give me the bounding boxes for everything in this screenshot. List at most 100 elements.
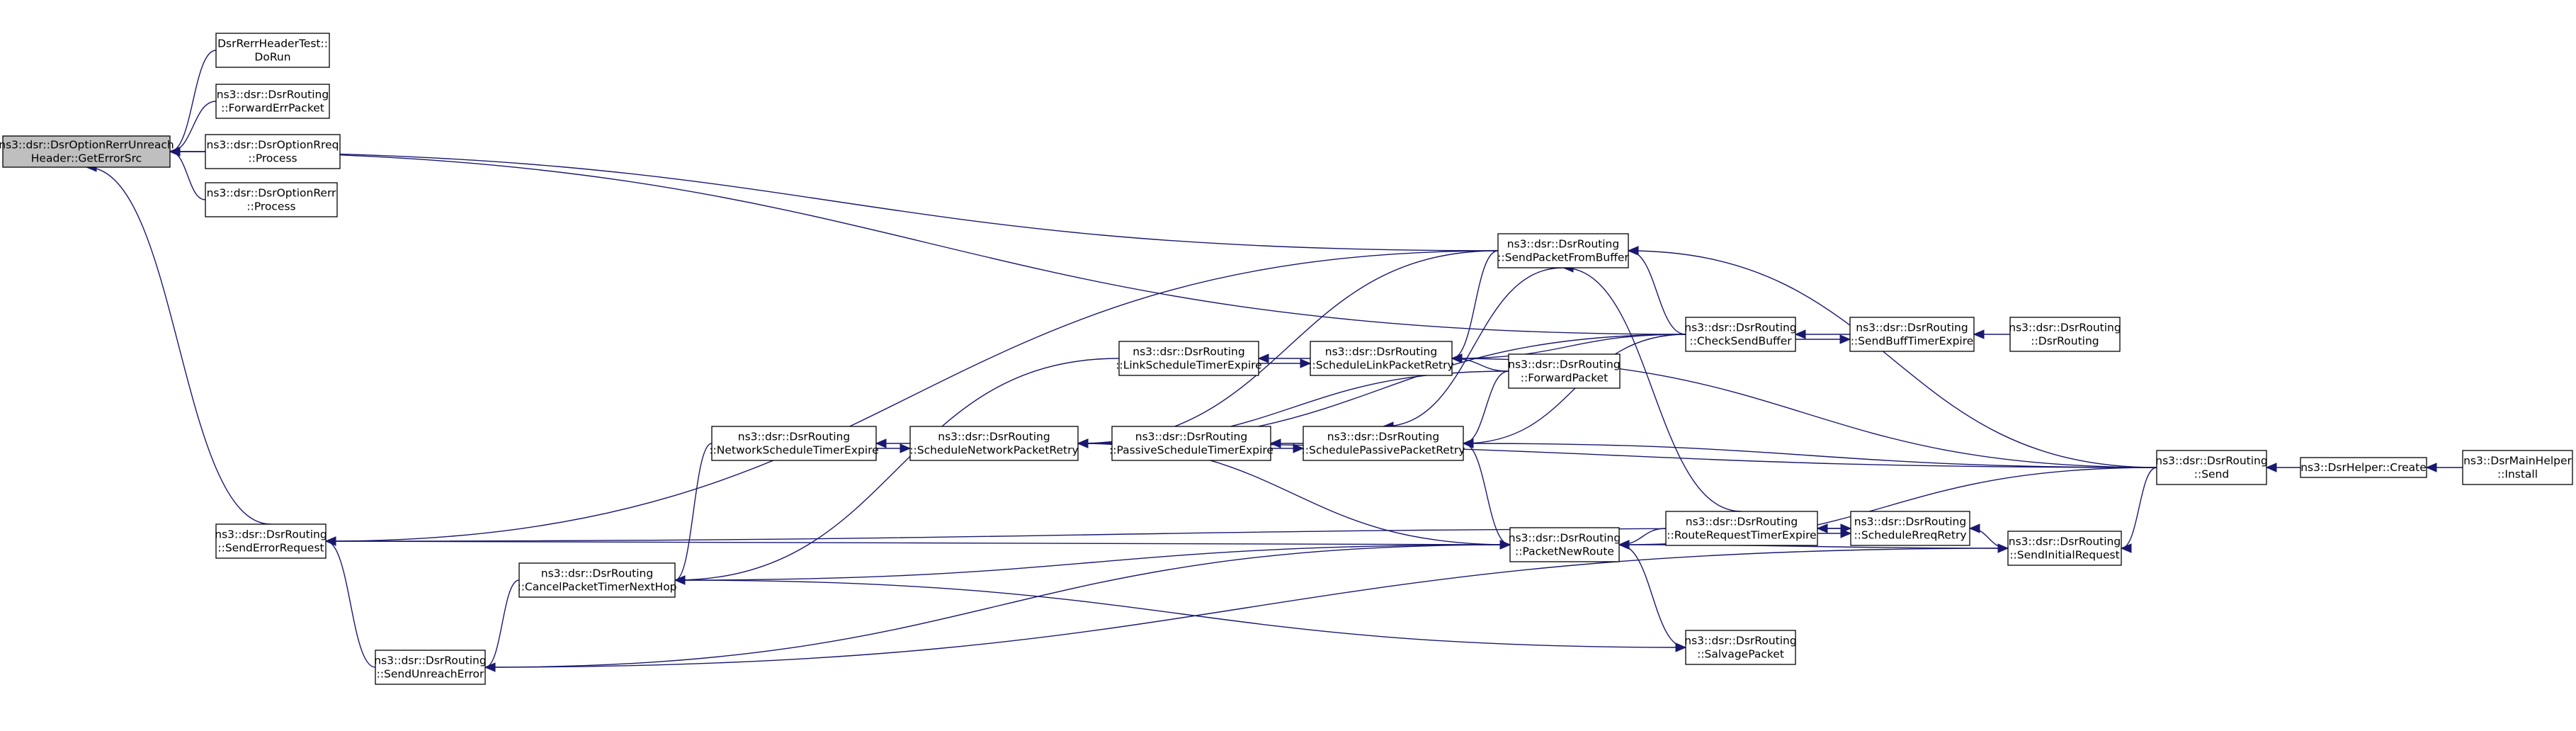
node-box (1303, 426, 1464, 461)
node-passiveScheduleTimer[interactable]: ns3::dsr::DsrRouting::PassiveScheduleTim… (1109, 426, 1273, 461)
node-scheduleLinkRetry[interactable]: ns3::dsr::DsrRouting::ScheduleLinkPacket… (1308, 341, 1454, 376)
node-label-line: DoRun (254, 51, 290, 64)
node-box (2, 135, 171, 168)
edge-line (1463, 334, 1686, 444)
node-label-line: ::SalvagePacket (1697, 648, 1784, 661)
arrowhead (2425, 463, 2437, 472)
node-label-line: ns3::dsr::DsrRouting (738, 431, 850, 443)
edge-send-to-sendPacketFromBuffer (1627, 246, 2157, 468)
node-forwardErrPacket[interactable]: ns3::dsr::DsrRouting::ForwardErrPacket (215, 84, 330, 119)
node-label-line: ns3::dsr::DsrRouting (217, 89, 329, 101)
node-box (1497, 233, 1629, 268)
edge-line (674, 544, 1511, 581)
node-routeRequestTimer[interactable]: ns3::dsr::DsrRouting::RouteRequestTimerE… (1665, 511, 1818, 546)
node-scheduleNetworkRetry[interactable]: ns3::dsr::DsrRouting::ScheduleNetworkPac… (909, 426, 1079, 461)
node-scheduleRreqRetry[interactable]: ns3::dsr::DsrRouting::ScheduleRreqRetry (1850, 511, 1970, 546)
node-label-line: ::PacketNewRoute (1515, 545, 1614, 558)
edge-cancelPacketTimer-to-sendUnreachError (484, 579, 520, 672)
node-label-line: ::Install (2497, 468, 2538, 481)
node-box (1685, 317, 1796, 352)
node-label-line: ::RouteRequestTimerExpire (1667, 529, 1816, 542)
node-box (2462, 450, 2573, 485)
edge-line (484, 548, 2009, 668)
node-dsrRoutingCtor[interactable]: ns3::dsr::DsrRouting::DsrRouting (2009, 317, 2121, 352)
edge-line (674, 579, 1686, 648)
node-box (375, 650, 486, 685)
node-box (1111, 426, 1271, 461)
node-box (518, 562, 676, 598)
node-label-line: DsrRerrHeaderTest:: (217, 38, 328, 50)
edge-schedulePassiveRetry-to-passiveScheduleTimer (1269, 438, 1303, 448)
arrowhead (1839, 334, 1851, 344)
node-label-line: ::ScheduleRreqRetry (1854, 529, 1966, 542)
arrowhead (900, 443, 912, 453)
node-label-line: ns3::dsr::DsrRouting (2009, 322, 2121, 334)
arrowhead (1300, 358, 1312, 368)
edge-line (325, 540, 376, 668)
node-label-line: ns3::DsrMainHelper (2463, 455, 2572, 468)
node-label-line: ::SendUnreachError (377, 668, 484, 681)
node-label-line: ::SchedulePassivePacketRetry (1302, 444, 1465, 457)
edge-sendBuffTimer-to-checkSendBuffer (1794, 329, 1850, 339)
node-label-line: ns3::dsr::DsrRouting (1133, 346, 1244, 358)
node-rerrHeaderTest[interactable]: DsrRerrHeaderTest::DoRun (215, 33, 330, 68)
arrowhead (1840, 523, 1852, 533)
node-label-line: ns3::dsr::DsrRouting (1686, 516, 1798, 528)
node-packetNewRoute[interactable]: ns3::dsr::DsrRouting::PacketNewRoute (1509, 527, 1621, 562)
node-sendPacketFromBuffer[interactable]: ns3::dsr::DsrRouting::SendPacketFromBuff… (1497, 233, 1629, 268)
edge-line (325, 528, 1851, 542)
node-label-line: ns3::dsr::DsrRouting (1327, 431, 1439, 443)
node-box (205, 134, 341, 169)
edge-line (484, 544, 1511, 668)
node-label-line: Header::GetErrorSrc (31, 152, 142, 165)
node-box (1118, 341, 1259, 376)
edge-sendUnreachError-to-sendErrorRequest (324, 536, 376, 668)
edge-line (1463, 443, 1511, 545)
node-send[interactable]: ns3::dsr::DsrRouting::Send (2155, 450, 2268, 485)
node-label-line: ::LinkScheduleTimerExpire (1116, 359, 1261, 372)
edge-line (1969, 528, 2009, 549)
node-label-line: ns3::dsr::DsrRouting (1854, 516, 1966, 528)
edge-checkSendBuffer-to-schedulePassiveRetry (1462, 334, 1686, 448)
node-label-line: ns3::dsr::DsrRouting (374, 654, 486, 667)
arrowhead (1618, 540, 1630, 550)
node-sendErrorRequest[interactable]: ns3::dsr::DsrRouting::SendErrorRequest (215, 523, 327, 559)
edge-line (1383, 267, 1564, 427)
node-box (1310, 341, 1453, 376)
edge-line (1562, 267, 1742, 512)
node-networkScheduleTimer[interactable]: ns3::dsr::DsrRouting::NetworkScheduleTim… (709, 426, 879, 461)
node-optionRerrProcess[interactable]: ns3::dsr::DsrOptionRerr::Process (205, 182, 338, 217)
edge-sendUnreachError-to-packetNewRoute (484, 540, 1511, 668)
node-forwardPacket[interactable]: ns3::dsr::DsrRouting::ForwardPacket (1508, 353, 1621, 389)
node-salvagePacket[interactable]: ns3::dsr::DsrRouting::SalvagePacket (1684, 630, 1797, 665)
edge-line (1463, 443, 2157, 468)
edge-sendInitialRequest-to-scheduleRreqRetry (1968, 523, 2009, 549)
node-label-line: ns3::dsr::DsrRouting (1508, 358, 1620, 371)
node-optionRreqProcess[interactable]: ns3::dsr::DsrOptionRreq::Process (205, 134, 341, 169)
node-box (909, 426, 1079, 461)
node-mainHelperInstall[interactable]: ns3::DsrMainHelper::Install (2462, 450, 2573, 485)
edge-networkScheduleTimer-to-cancelPacketTimer (674, 443, 713, 585)
arrowhead (2265, 463, 2277, 472)
edge-cancelPacketTimer-to-salvagePacket (674, 579, 1687, 652)
node-sendInitialRequest[interactable]: ns3::dsr::DsrRouting::SendInitialRequest (2007, 531, 2122, 566)
node-label-line: ns3::dsr::DsrRouting (1684, 322, 1796, 334)
node-helperCreate[interactable]: ns3::DsrHelper::Create (2300, 457, 2427, 478)
node-checkSendBuffer[interactable]: ns3::dsr::DsrRouting::CheckSendBuffer (1684, 317, 1797, 352)
node-label-line: ::CancelPacketTimerNextHop (517, 581, 676, 594)
arrowhead (1462, 438, 1474, 448)
node-schedulePassiveRetry[interactable]: ns3::dsr::DsrRouting::SchedulePassivePac… (1302, 426, 1465, 461)
node-box (215, 84, 330, 119)
node-sendUnreachError[interactable]: ns3::dsr::DsrRouting::SendUnreachError (374, 650, 487, 685)
node-linkScheduleTimer[interactable]: ns3::dsr::DsrRouting::LinkScheduleTimerE… (1116, 341, 1262, 376)
edge-line (1628, 250, 1686, 335)
arrowhead (1973, 329, 1985, 339)
node-label-line: ::SendPacketFromBuffer (1497, 251, 1629, 264)
node-cancelPacketTimer[interactable]: ns3::dsr::DsrRouting::CancelPacketTimerN… (517, 562, 677, 598)
node-getErrorSrc[interactable]: ns3::dsr::DsrOptionRerrUnreachHeader::Ge… (0, 135, 174, 168)
node-label-line: ::SendInitialRequest (2009, 549, 2119, 562)
node-sendBuffTimer[interactable]: ns3::dsr::DsrRouting::SendBuffTimerExpir… (1849, 317, 1975, 352)
arrowhead (875, 438, 887, 448)
node-label-line: ns3::dsr::DsrRouting (215, 528, 327, 541)
node-label-line: ns3::dsr::DsrRouting (1856, 322, 1968, 334)
